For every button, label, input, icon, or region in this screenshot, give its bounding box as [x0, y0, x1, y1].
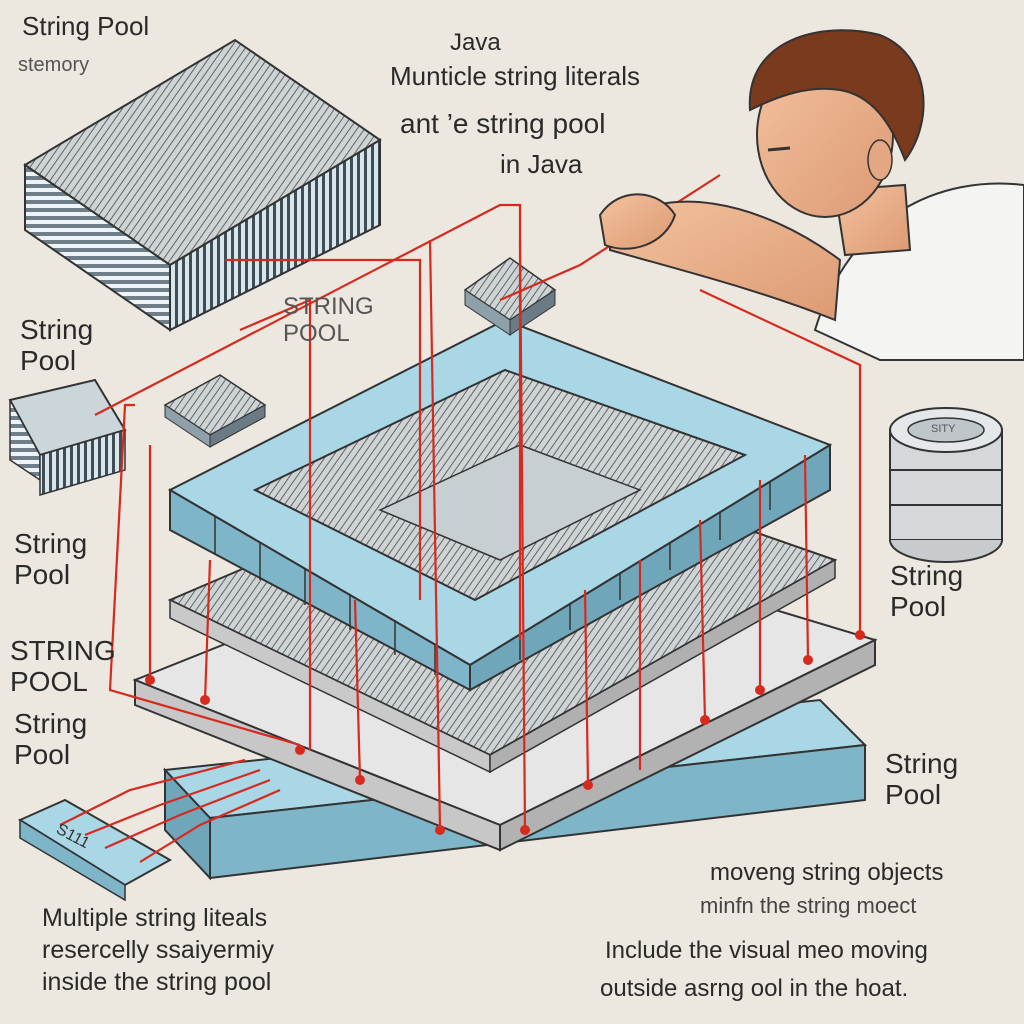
string-pool-ring [167, 318, 833, 692]
memory-block-left [8, 378, 127, 497]
bottom-right-line-1: moveng string objects [710, 859, 944, 886]
label-right-string-pool-2: String Pool [885, 748, 959, 811]
bottom-left-line-1: Multiple string liteals [42, 904, 268, 932]
label-left-string-pool-1: String Pool [20, 314, 94, 377]
bottom-right-line-2: minfn the string moect [700, 893, 917, 918]
label-left-string-pool-caps: STRING POOL [10, 635, 116, 698]
label-java: Java [450, 29, 501, 56]
label-string-pool-center: STRING POOL [283, 293, 374, 347]
string-pool-cylinder [889, 407, 1003, 563]
header-line-3: in Java [500, 149, 583, 179]
label-left-string-pool-3: String Pool [14, 708, 88, 771]
person-illustration [598, 29, 1024, 361]
label-stemory: stemory [18, 54, 90, 76]
cylinder-tag: SITY [931, 423, 956, 435]
bottom-right-line-3: Include the visual meo moving [605, 937, 928, 964]
header-line-2: ant ’e string pool [400, 108, 606, 139]
label-string-pool-top: String Pool [22, 11, 150, 41]
bottom-left-line-3: inside the string pool [42, 968, 272, 996]
bottom-right-line-4: outside asrng ool in the hoat. [600, 975, 909, 1002]
memory-stack [23, 38, 382, 332]
header-line-1: Munticle string literals [390, 61, 640, 91]
wire-endpoints [145, 630, 865, 835]
label-right-string-pool-1: String Pool [890, 560, 964, 623]
string-strip [17, 798, 173, 902]
label-left-string-pool-2: String Pool [14, 528, 88, 591]
bottom-left-line-2: resercelly ssaiyermiy [42, 936, 274, 964]
memory-chip-small [163, 374, 267, 448]
